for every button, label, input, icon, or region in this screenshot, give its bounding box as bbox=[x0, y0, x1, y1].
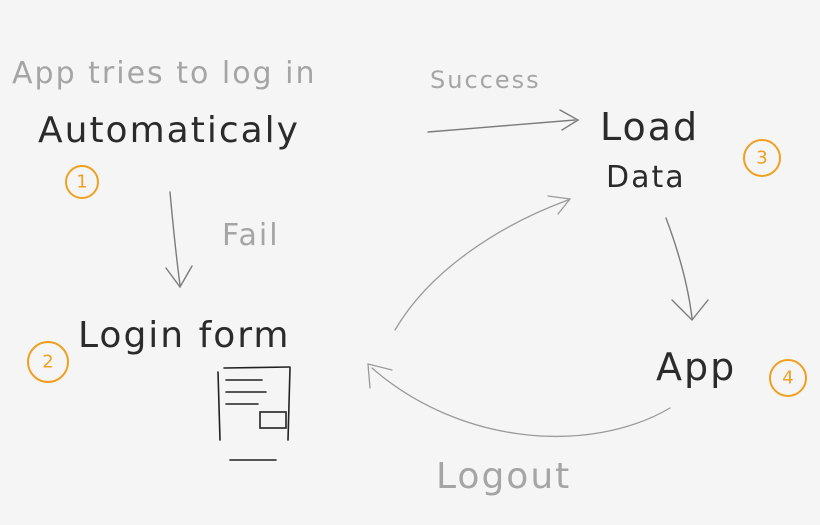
success-arrowhead bbox=[559, 109, 580, 131]
app-label: App bbox=[656, 345, 736, 389]
load-to-app-arrow bbox=[665, 217, 693, 319]
success-edge-label: Success bbox=[430, 66, 541, 94]
fail-edge-label: Fail bbox=[222, 218, 280, 253]
success-arrow bbox=[427, 119, 576, 133]
login-form-label: Login form bbox=[78, 315, 291, 356]
login-to-load-arrow bbox=[394, 199, 569, 331]
step-2-number: 2 bbox=[42, 352, 53, 373]
step-1-number: 1 bbox=[76, 172, 87, 193]
step-4-number: 4 bbox=[782, 368, 793, 389]
load-data-label-line2: Data bbox=[606, 160, 686, 195]
step-4-circle bbox=[769, 359, 807, 397]
logout-arrow bbox=[371, 367, 671, 437]
logout-edge-label: Logout bbox=[436, 456, 571, 497]
login-form-document-icon bbox=[217, 366, 291, 461]
load-to-app-arrowhead bbox=[671, 299, 709, 322]
auto-login-caption: App tries to log in bbox=[12, 56, 316, 91]
step-3-number: 3 bbox=[756, 148, 767, 169]
logout-arrowhead bbox=[367, 363, 393, 389]
login-to-load-arrowhead bbox=[547, 195, 572, 215]
fail-arrowhead bbox=[165, 265, 193, 289]
fail-arrow bbox=[169, 191, 181, 286]
step-2-circle bbox=[27, 341, 69, 383]
step-3-circle bbox=[743, 139, 781, 177]
auto-login-label: Automaticaly bbox=[38, 110, 300, 151]
step-1-circle bbox=[65, 165, 99, 199]
load-data-label-line1: Load bbox=[600, 105, 699, 149]
